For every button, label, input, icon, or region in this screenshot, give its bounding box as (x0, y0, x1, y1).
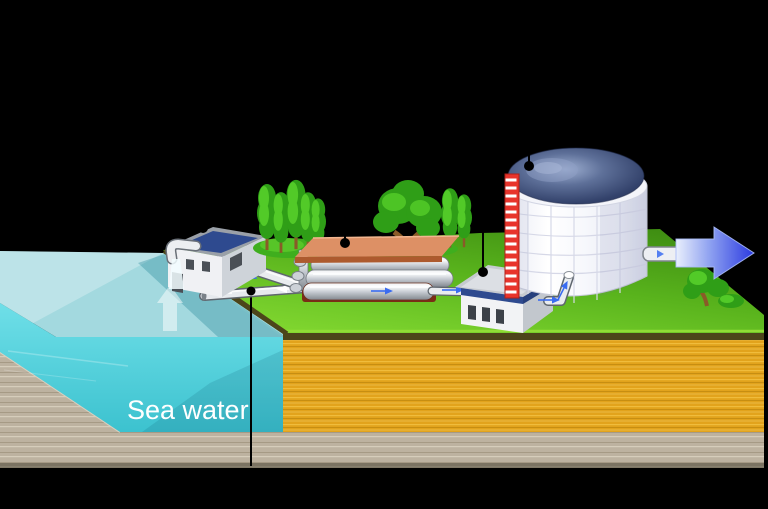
bedrock-bottom-shade (0, 463, 764, 468)
intake-suction-arrow (157, 285, 183, 331)
water-streak (7, 350, 129, 367)
hill-tree (683, 269, 744, 308)
callout-dot-building (478, 267, 488, 277)
soil-front-face (283, 340, 764, 434)
rack-roof-top (295, 236, 459, 257)
sea-front-dark-corner (142, 350, 283, 432)
window (468, 305, 476, 320)
window (496, 309, 504, 324)
sea-surface-highlight (0, 251, 163, 341)
window (202, 261, 210, 272)
distribution-output-arrow (675, 226, 755, 280)
pretreatment-membrane-rack (289, 235, 460, 302)
water-spout (169, 259, 184, 289)
intake-pump-house (165, 227, 266, 297)
window (186, 259, 194, 270)
rack-roof-edge (295, 256, 442, 263)
window (482, 307, 490, 322)
soil-top-edge (283, 333, 764, 340)
sea-front-face (0, 303, 283, 432)
flow-arrow-right (657, 250, 664, 258)
sea-water-body: Sea water (0, 251, 283, 432)
sea-surface (0, 251, 283, 337)
membrane-vessel (302, 282, 435, 301)
pipe-opening (563, 271, 575, 279)
sea-water-label: Sea water (127, 395, 249, 425)
building-to-tank-pipe (537, 271, 575, 306)
callout-dot-intake-pipe (246, 286, 256, 296)
water-streak (3, 369, 97, 382)
window (230, 252, 242, 271)
tank-panel-grid (505, 196, 648, 303)
round-tree (373, 180, 442, 238)
bedrock-layer (0, 352, 764, 468)
water-storage-tank (504, 147, 686, 303)
building-eave-band (461, 288, 523, 304)
tank-ladder (504, 173, 520, 299)
